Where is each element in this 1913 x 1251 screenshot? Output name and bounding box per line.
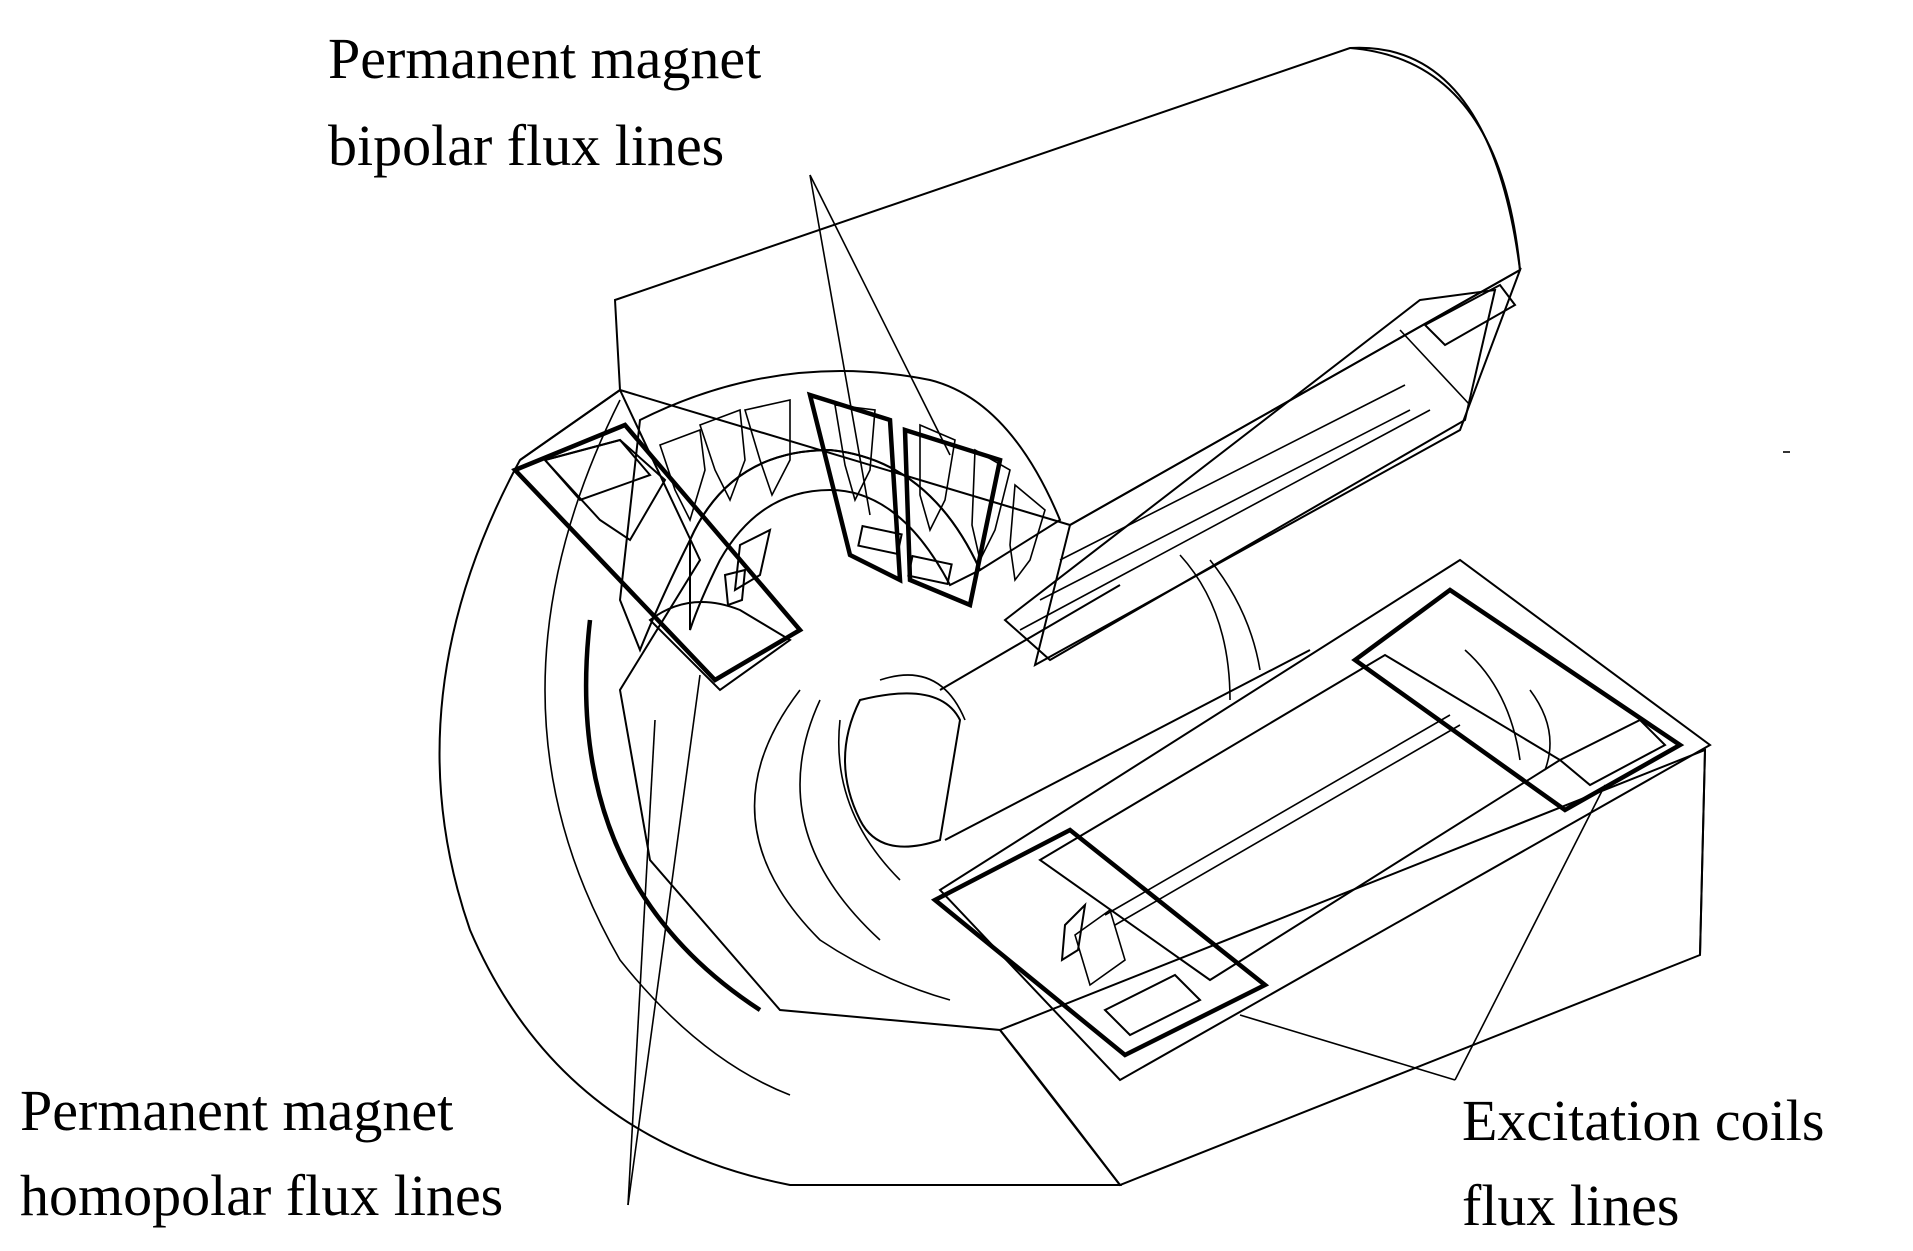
- label-homopolar: Permanent magnet homopolar flux lines: [20, 1078, 503, 1228]
- front-left-coil: [511, 422, 804, 692]
- back-bore-lines: [1179, 554, 1261, 701]
- outer-housing-back: [613, 46, 1522, 667]
- front-stator-crescent: [618, 370, 1062, 653]
- label-bipolar: Permanent magnet bipolar flux lines: [328, 26, 761, 178]
- label-homopolar-line1: Permanent magnet: [20, 1078, 453, 1143]
- permanent-magnets: [723, 524, 1087, 962]
- stator-slots: [658, 399, 1046, 583]
- leader-lines: [627, 174, 1790, 1206]
- stator-lamination-back: [1003, 283, 1517, 662]
- label-excitation-line2: flux lines: [1462, 1173, 1679, 1238]
- label-homopolar-line2: homopolar flux lines: [20, 1163, 503, 1228]
- bipolar-flux-loops: [806, 391, 1003, 609]
- label-bipolar-line1: Permanent magnet: [328, 26, 761, 91]
- label-bipolar-line2: bipolar flux lines: [328, 113, 724, 178]
- bottom-cut-face: [930, 558, 1712, 1082]
- label-excitation: Excitation coils flux lines: [1462, 1088, 1824, 1238]
- shaft-bore: [844, 584, 1311, 848]
- front-end-face: [438, 388, 1707, 1187]
- label-excitation-line1: Excitation coils: [1462, 1088, 1824, 1153]
